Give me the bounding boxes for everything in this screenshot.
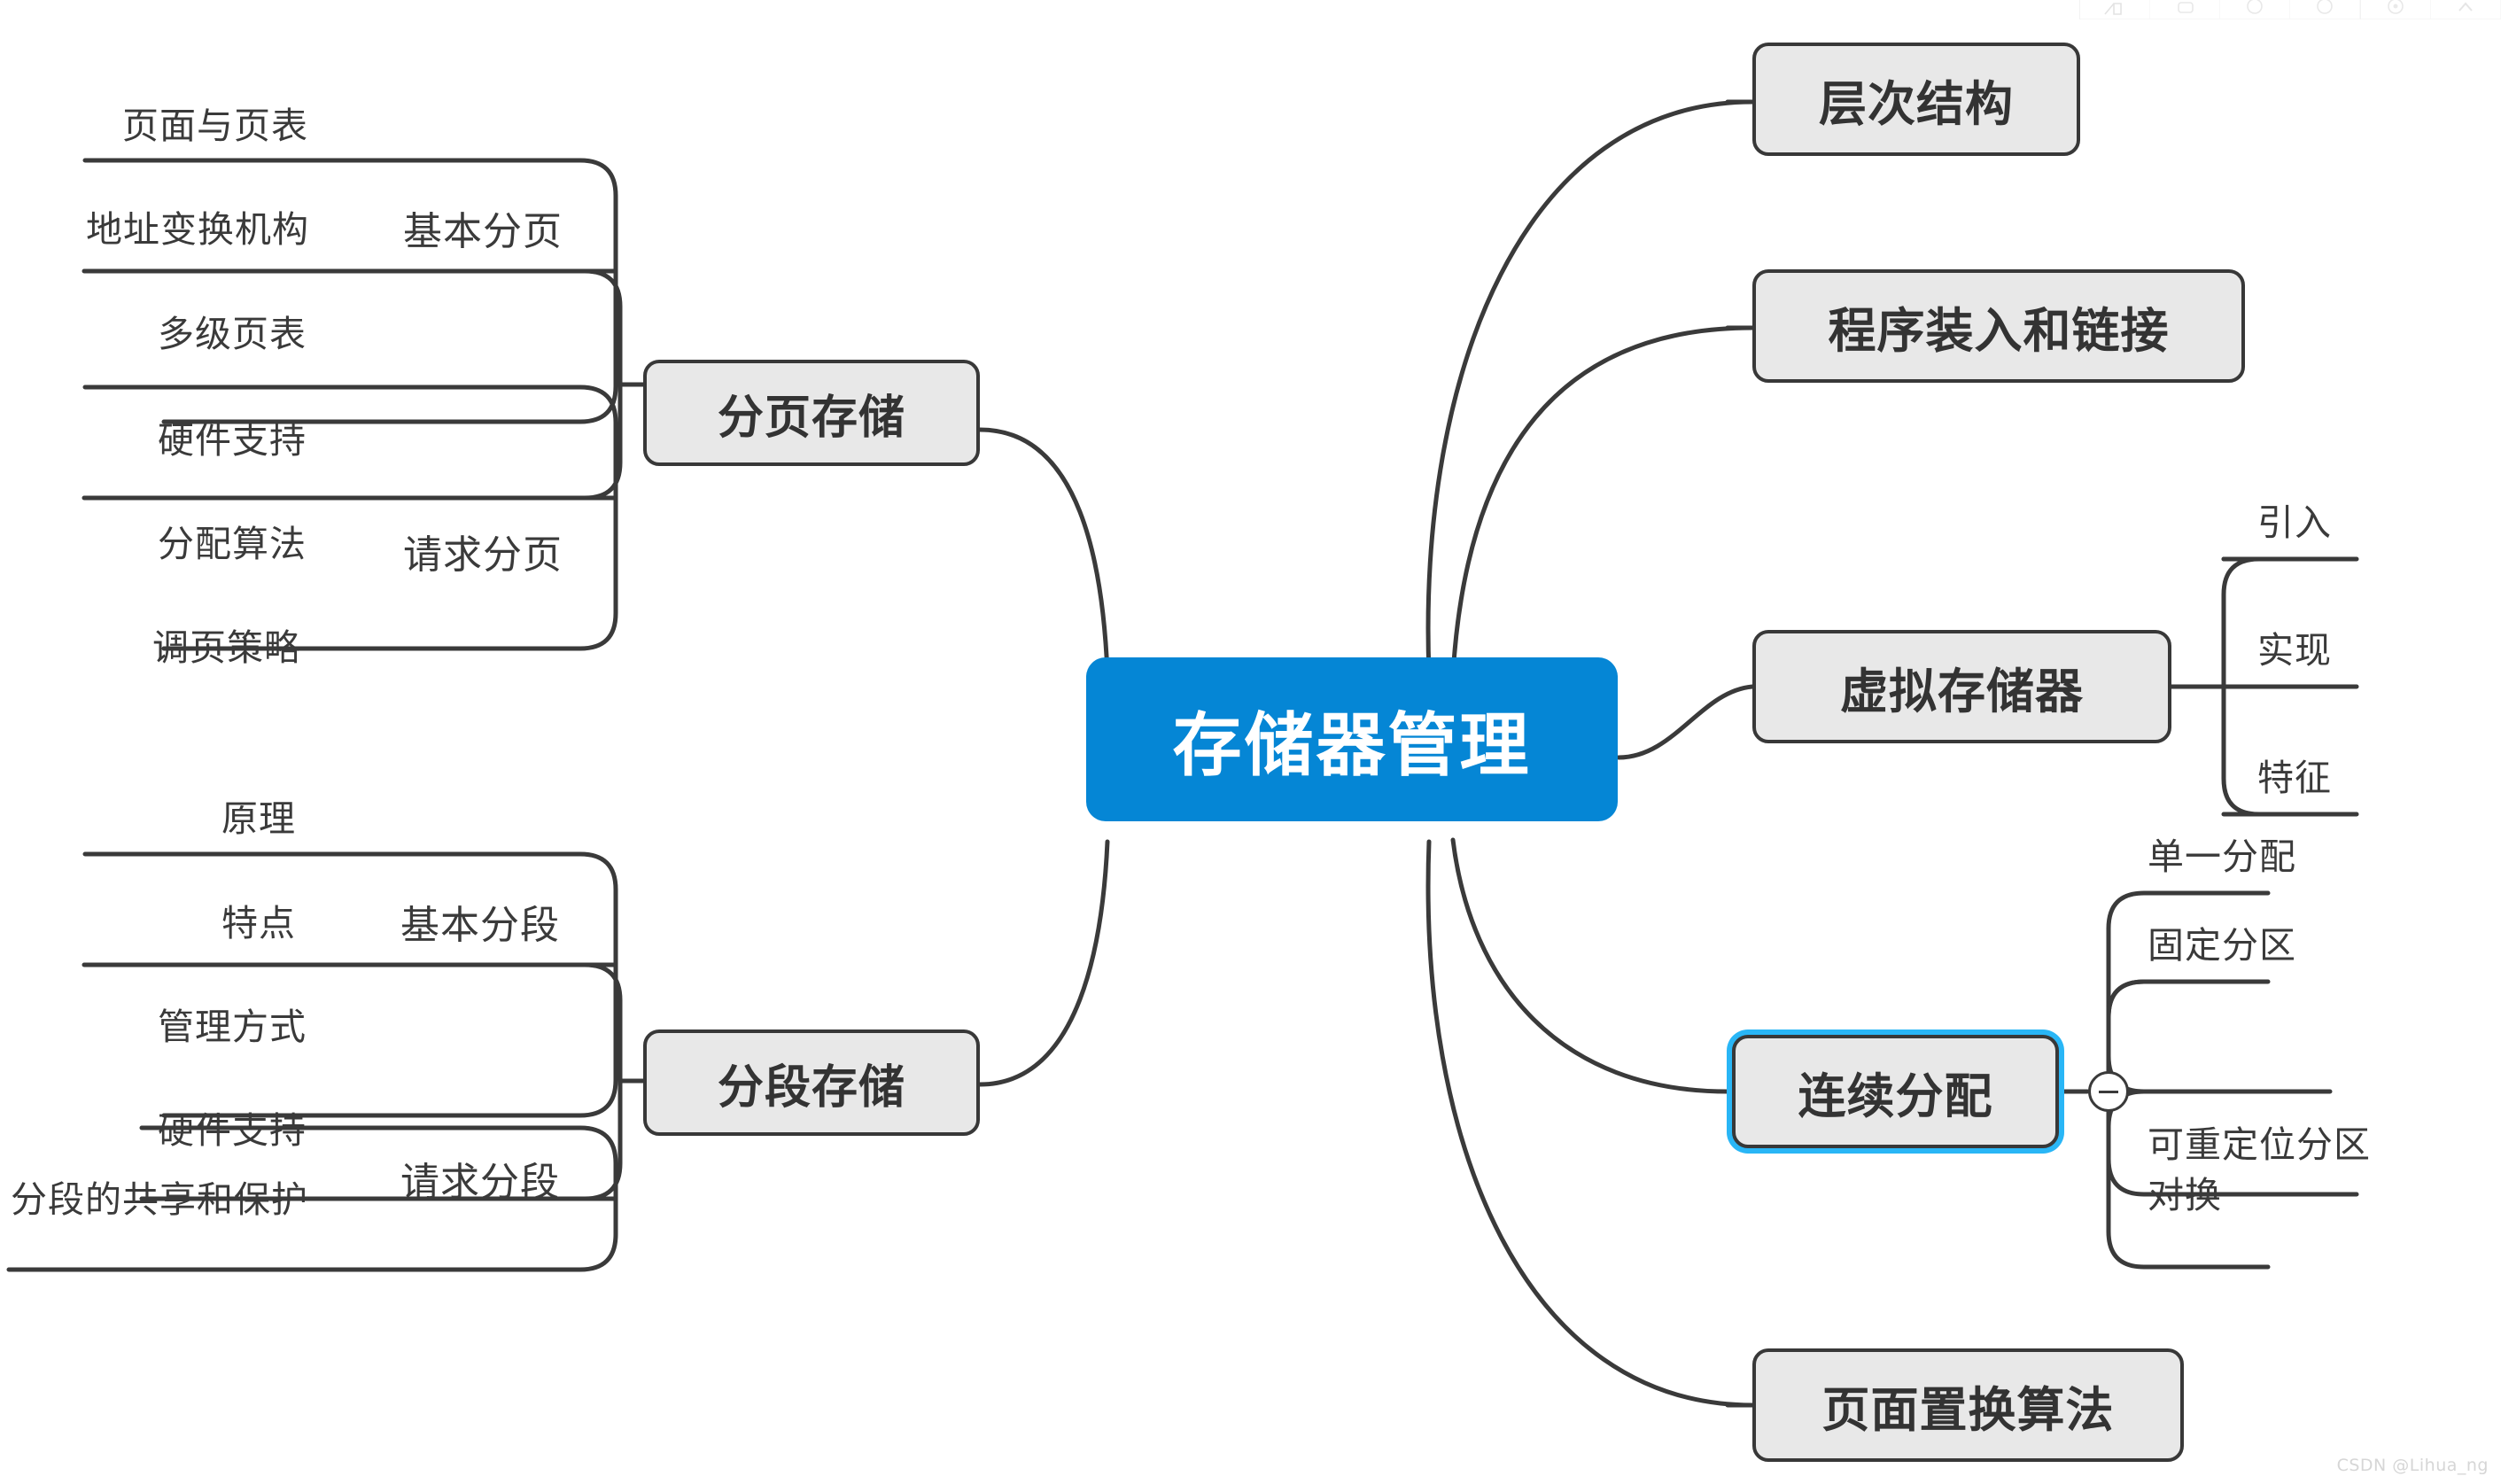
- node-fenye-cunchu[interactable]: 分页存储: [643, 360, 980, 466]
- leaf-dizhi-bianhuan-jigou[interactable]: 地址变换机构: [86, 208, 309, 251]
- sublabel-jiben-fenduan[interactable]: 基本分段: [400, 903, 560, 948]
- leaf-yinru[interactable]: 引入: [2257, 501, 2332, 544]
- collapse-toggle-lianxu-fenpei[interactable]: [2088, 1071, 2129, 1112]
- node-fenduan-cunchu-label: 分段存储: [717, 1061, 905, 1115]
- node-cengci-jiegou-label: 层次结构: [1819, 75, 2014, 132]
- node-yemian-zhihuan-label: 页面置换算法: [1821, 1381, 2115, 1438]
- node-xuni-cunchuqi-label: 虚拟存储器: [1840, 663, 2084, 719]
- leaf-tezheng[interactable]: 特征: [2257, 757, 2332, 799]
- root-node[interactable]: 存储器管理: [1086, 657, 1618, 821]
- leaf-kezhongdingwei-fenqu[interactable]: 可重定位分区: [2148, 1123, 2371, 1166]
- leaf-duoji-yebiao[interactable]: 多级页表: [158, 313, 307, 355]
- leaf-diaoye-celue[interactable]: 调页策略: [152, 626, 301, 669]
- node-fenye-cunchu-label: 分页存储: [717, 391, 905, 445]
- node-cengci-jiegou[interactable]: 层次结构: [1752, 43, 2080, 156]
- leaf-guding-fenqu[interactable]: 固定分区: [2148, 924, 2296, 967]
- leaf-yemian-yu-yebiao[interactable]: 页面与页表: [122, 105, 308, 147]
- watermark: CSDN @Lihua_ng: [2336, 1456, 2489, 1475]
- sublabel-qingqiu-fenye[interactable]: 请求分页: [403, 532, 563, 578]
- sublabel-jiben-fenye[interactable]: 基本分页: [403, 209, 563, 254]
- node-chengxu-zhuangru[interactable]: 程序装入和链接: [1752, 269, 2245, 383]
- minus-icon: [2099, 1090, 2118, 1093]
- node-fenduan-cunchu[interactable]: 分段存储: [643, 1029, 980, 1136]
- node-xuni-cunchuqi[interactable]: 虚拟存储器: [1752, 630, 2171, 743]
- leaf-yingjian-zhichi-fenduan[interactable]: 硬件支持: [158, 1109, 307, 1152]
- root-node-label: 存储器管理: [1172, 705, 1532, 786]
- sublabel-qingqiu-fenduan[interactable]: 请求分段: [400, 1160, 560, 1205]
- leaf-shixian[interactable]: 实现: [2257, 629, 2332, 672]
- node-yemian-zhihuan[interactable]: 页面置换算法: [1752, 1348, 2184, 1462]
- leaf-yingjian-zhichi-fenye[interactable]: 硬件支持: [158, 419, 307, 462]
- leaf-danyi-fenpei[interactable]: 单一分配: [2148, 835, 2296, 878]
- leaf-duihuan[interactable]: 对换: [2148, 1174, 2222, 1216]
- node-lianxu-fenpei-label: 连续分配: [1798, 1068, 1993, 1124]
- node-lianxu-fenpei[interactable]: 连续分配: [1732, 1035, 2059, 1148]
- leaf-yuanli[interactable]: 原理: [221, 797, 296, 840]
- leaf-fenduan-gongxiang-baohu[interactable]: 分段的共享和保护: [11, 1178, 308, 1221]
- leaf-tedian[interactable]: 特点: [221, 902, 296, 944]
- node-chengxu-zhuangru-label: 程序装入和链接: [1828, 302, 2170, 359]
- leaf-guanli-fangshi[interactable]: 管理方式: [158, 1006, 307, 1048]
- leaf-fenpei-suanfa[interactable]: 分配算法: [158, 523, 307, 565]
